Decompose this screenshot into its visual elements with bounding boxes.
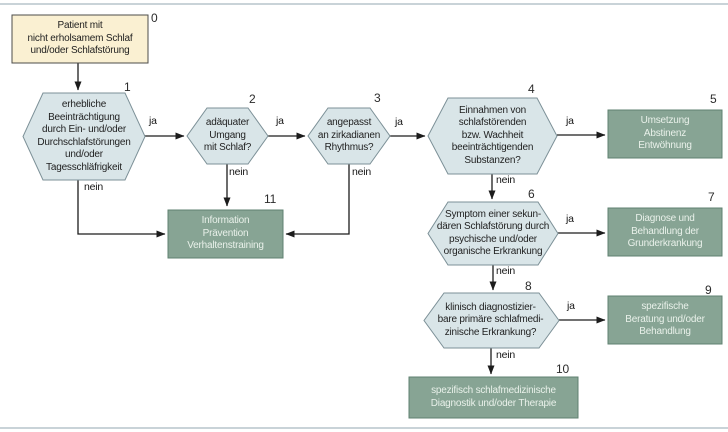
node-5-number: 5 <box>710 92 717 106</box>
figure-top-border <box>0 3 728 5</box>
edge-label-ja-8-9: ja <box>567 300 575 312</box>
edge-label-ja-2-3: ja <box>276 115 284 127</box>
node-9-number: 9 <box>705 283 712 297</box>
node-0-number: 0 <box>151 11 158 25</box>
node-9-box <box>607 295 723 345</box>
edge-label-ja-6-7: ja <box>566 213 574 225</box>
node-1-number: 1 <box>124 80 131 94</box>
node-1-hexagon <box>22 92 146 181</box>
node-2-hexagon <box>186 107 269 165</box>
edge-3-to-11-nein <box>285 164 350 238</box>
edge-label-ja-4-5: ja <box>566 115 574 127</box>
node-3-hexagon <box>307 107 391 165</box>
node-4-hexagon <box>427 97 558 175</box>
node-10-box <box>408 376 579 419</box>
edge-label-nein-8-10: nein <box>496 349 516 361</box>
node-2-number: 2 <box>249 92 256 106</box>
edge-label-ja-1-2: ja <box>149 115 157 127</box>
edge-label-nein-4-6: nein <box>496 174 516 186</box>
node-10-number: 10 <box>556 362 569 376</box>
node-7-box <box>607 207 723 257</box>
node-4-number: 4 <box>528 82 535 96</box>
node-6-hexagon <box>427 201 559 266</box>
edge-1-to-11-nein <box>77 180 166 238</box>
edge-label-nein-6-8: nein <box>496 265 516 277</box>
node-6-number: 6 <box>528 187 535 201</box>
edge-label-nein-2-11: nein <box>229 166 249 178</box>
edge-label-ja-3-4: ja <box>395 116 403 128</box>
node-11-number: 11 <box>264 192 277 206</box>
node-0-box <box>11 14 149 64</box>
edge-label-nein-3-11: nein <box>352 166 372 178</box>
node-7-number: 7 <box>708 190 715 204</box>
node-8-number: 8 <box>525 279 532 293</box>
figure-bottom-border <box>0 427 728 429</box>
node-5-box <box>607 109 723 159</box>
node-11-box <box>167 209 284 259</box>
edge-label-nein-1-11: nein <box>84 181 104 193</box>
node-8-hexagon <box>423 292 560 349</box>
node-3-number: 3 <box>374 91 381 105</box>
